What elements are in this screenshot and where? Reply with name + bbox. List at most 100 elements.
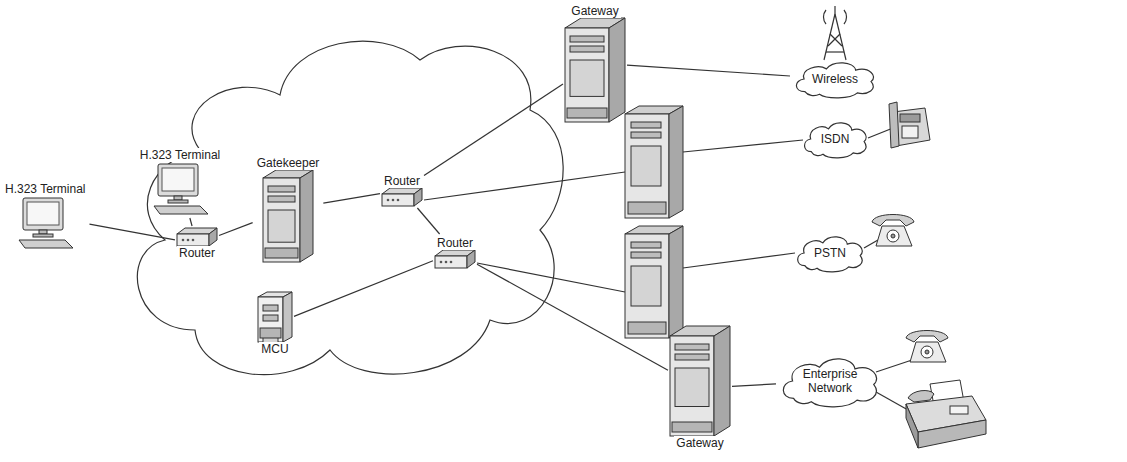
router-icon [435, 250, 475, 268]
drive-slot [570, 46, 604, 52]
drive-slot [675, 344, 709, 350]
server-side [669, 226, 683, 338]
ip-network-cloud [137, 41, 563, 375]
drive-slot [268, 196, 295, 202]
server-base [672, 422, 712, 432]
fax-side [906, 404, 918, 448]
wire [424, 172, 625, 200]
monitor-stand [39, 230, 47, 234]
isdn-phone [889, 102, 930, 148]
router-side [467, 250, 475, 268]
network-link [294, 261, 433, 317]
network-label: PSTN [812, 246, 848, 260]
server-front [258, 297, 283, 342]
network-link [424, 84, 563, 175]
phone-base [910, 342, 946, 362]
network-label: Enterprise Network [796, 367, 864, 395]
network-link [477, 264, 668, 370]
network-link [732, 384, 776, 386]
device-label: Gateway [674, 436, 725, 450]
monitor-screen [27, 202, 59, 225]
phone-handset [872, 215, 914, 227]
device-label: H.323 Terminal [3, 182, 87, 196]
cloud-shape [798, 237, 863, 272]
router-icon [382, 188, 422, 206]
phone-dial-center [925, 350, 929, 354]
front-panel [675, 368, 709, 407]
gateway-node: Gateway [565, 4, 625, 122]
keyboard [154, 206, 208, 214]
gateway-server [625, 106, 683, 218]
device-label: Router [382, 174, 422, 188]
monitor-stand [174, 196, 182, 200]
phone-dial [921, 346, 933, 358]
router-icon [177, 228, 217, 246]
fax-handset [908, 391, 934, 402]
monitor-base [33, 234, 53, 237]
wire [876, 392, 908, 410]
network-cloud: ISDN [801, 120, 870, 158]
router-led [182, 239, 185, 242]
monitor-case [158, 164, 198, 196]
network-link [627, 65, 790, 76]
server-base [628, 202, 666, 214]
cloud-shape [804, 123, 866, 158]
server-base [628, 322, 666, 334]
phone-dial-center [891, 234, 895, 238]
gateway-server [625, 226, 683, 338]
network-link [219, 223, 253, 236]
network-link [323, 194, 380, 203]
server-front [670, 336, 714, 436]
server-icon [670, 326, 730, 436]
drive-slot [631, 122, 661, 128]
network-link [417, 208, 439, 234]
server-icon [565, 18, 625, 122]
mcu-icon [258, 292, 292, 342]
gateway-node: Gateway [670, 326, 730, 450]
phone-dial [887, 230, 899, 242]
antenna-tower [823, 6, 846, 60]
front-panel [570, 60, 604, 96]
server-base [265, 248, 298, 258]
computer-icon [150, 162, 210, 216]
router-led [387, 199, 390, 202]
server-base [567, 108, 607, 118]
wire [683, 253, 795, 268]
tower-brace [830, 34, 842, 46]
tower-brace [826, 51, 844, 52]
wire [864, 240, 878, 248]
drive-slot [631, 132, 661, 138]
network-cloud: Wireless [792, 60, 878, 98]
router-front [382, 194, 414, 206]
front-panel [631, 266, 661, 306]
server-side [714, 326, 730, 436]
router-node: Router [177, 228, 217, 260]
router-side [209, 228, 217, 246]
router-led [397, 199, 400, 202]
cloud-shape [796, 63, 873, 98]
router-front [435, 256, 467, 268]
phone-base [876, 226, 912, 246]
tower-mast [834, 6, 835, 14]
fax-keypad [950, 406, 968, 414]
network-cloud: Enterprise Network [778, 355, 882, 407]
device-label: H.323 Terminal [138, 148, 222, 162]
keyboard [19, 240, 73, 248]
front-panel [268, 210, 295, 242]
phone-keypad [902, 126, 918, 138]
router-side [414, 188, 422, 206]
server-side [669, 106, 683, 218]
front-panel [631, 146, 661, 186]
wire [868, 128, 893, 138]
drive-slot [675, 354, 709, 360]
server-front [565, 28, 609, 122]
router-led [445, 261, 448, 264]
router-led [440, 261, 443, 264]
drive-slot [570, 36, 604, 42]
server-side [609, 18, 625, 122]
router-node: Router [382, 174, 422, 206]
terminal-node: H.323 Terminal [138, 148, 222, 216]
